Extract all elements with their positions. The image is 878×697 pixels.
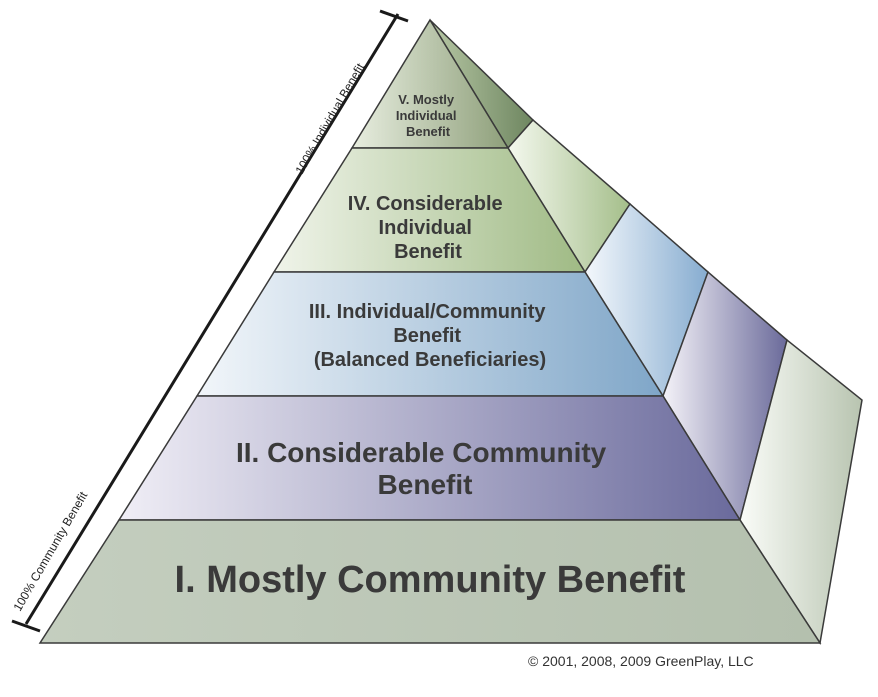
tier-2-label: II. Considerable Community Benefit [236, 437, 614, 500]
tier-1-face [38, 519, 822, 644]
tier-5-line-1: V. Mostly [398, 92, 455, 107]
tier-1-line-1: I. Mostly Community Benefit [175, 559, 686, 601]
tier-4-label: IV. Considerable Individual Benefit [348, 193, 508, 263]
axis-bottom-cap [11, 619, 41, 633]
axis-line [24, 13, 400, 625]
tier-4-line-2: Individual [379, 217, 472, 239]
tier-1-label: I. Mostly Community Benefit [175, 559, 686, 601]
tier-5-label: V. Mostly Individual Benefit [396, 92, 460, 139]
tier-4-line-3: Benefit [394, 241, 462, 263]
tier-2-line-2: Benefit [378, 469, 473, 500]
tier-3-line-3: (Balanced Beneficiaries) [314, 349, 546, 371]
tier-5-line-2: Individual [396, 108, 457, 123]
tier-3-label: III. Individual/Community Benefit (Balan… [309, 301, 551, 371]
axis-top-cap [379, 9, 409, 23]
tier-2-line-1: II. Considerable Community [236, 437, 607, 468]
copyright-notice: © 2001, 2008, 2009 GreenPlay, LLC [528, 653, 754, 669]
tier-3-line-1: III. Individual/Community [309, 301, 547, 323]
tier-5-line-3: Benefit [406, 124, 451, 139]
tier-4-line-1: IV. Considerable [348, 193, 503, 215]
tier-3-line-2: Benefit [393, 325, 461, 347]
